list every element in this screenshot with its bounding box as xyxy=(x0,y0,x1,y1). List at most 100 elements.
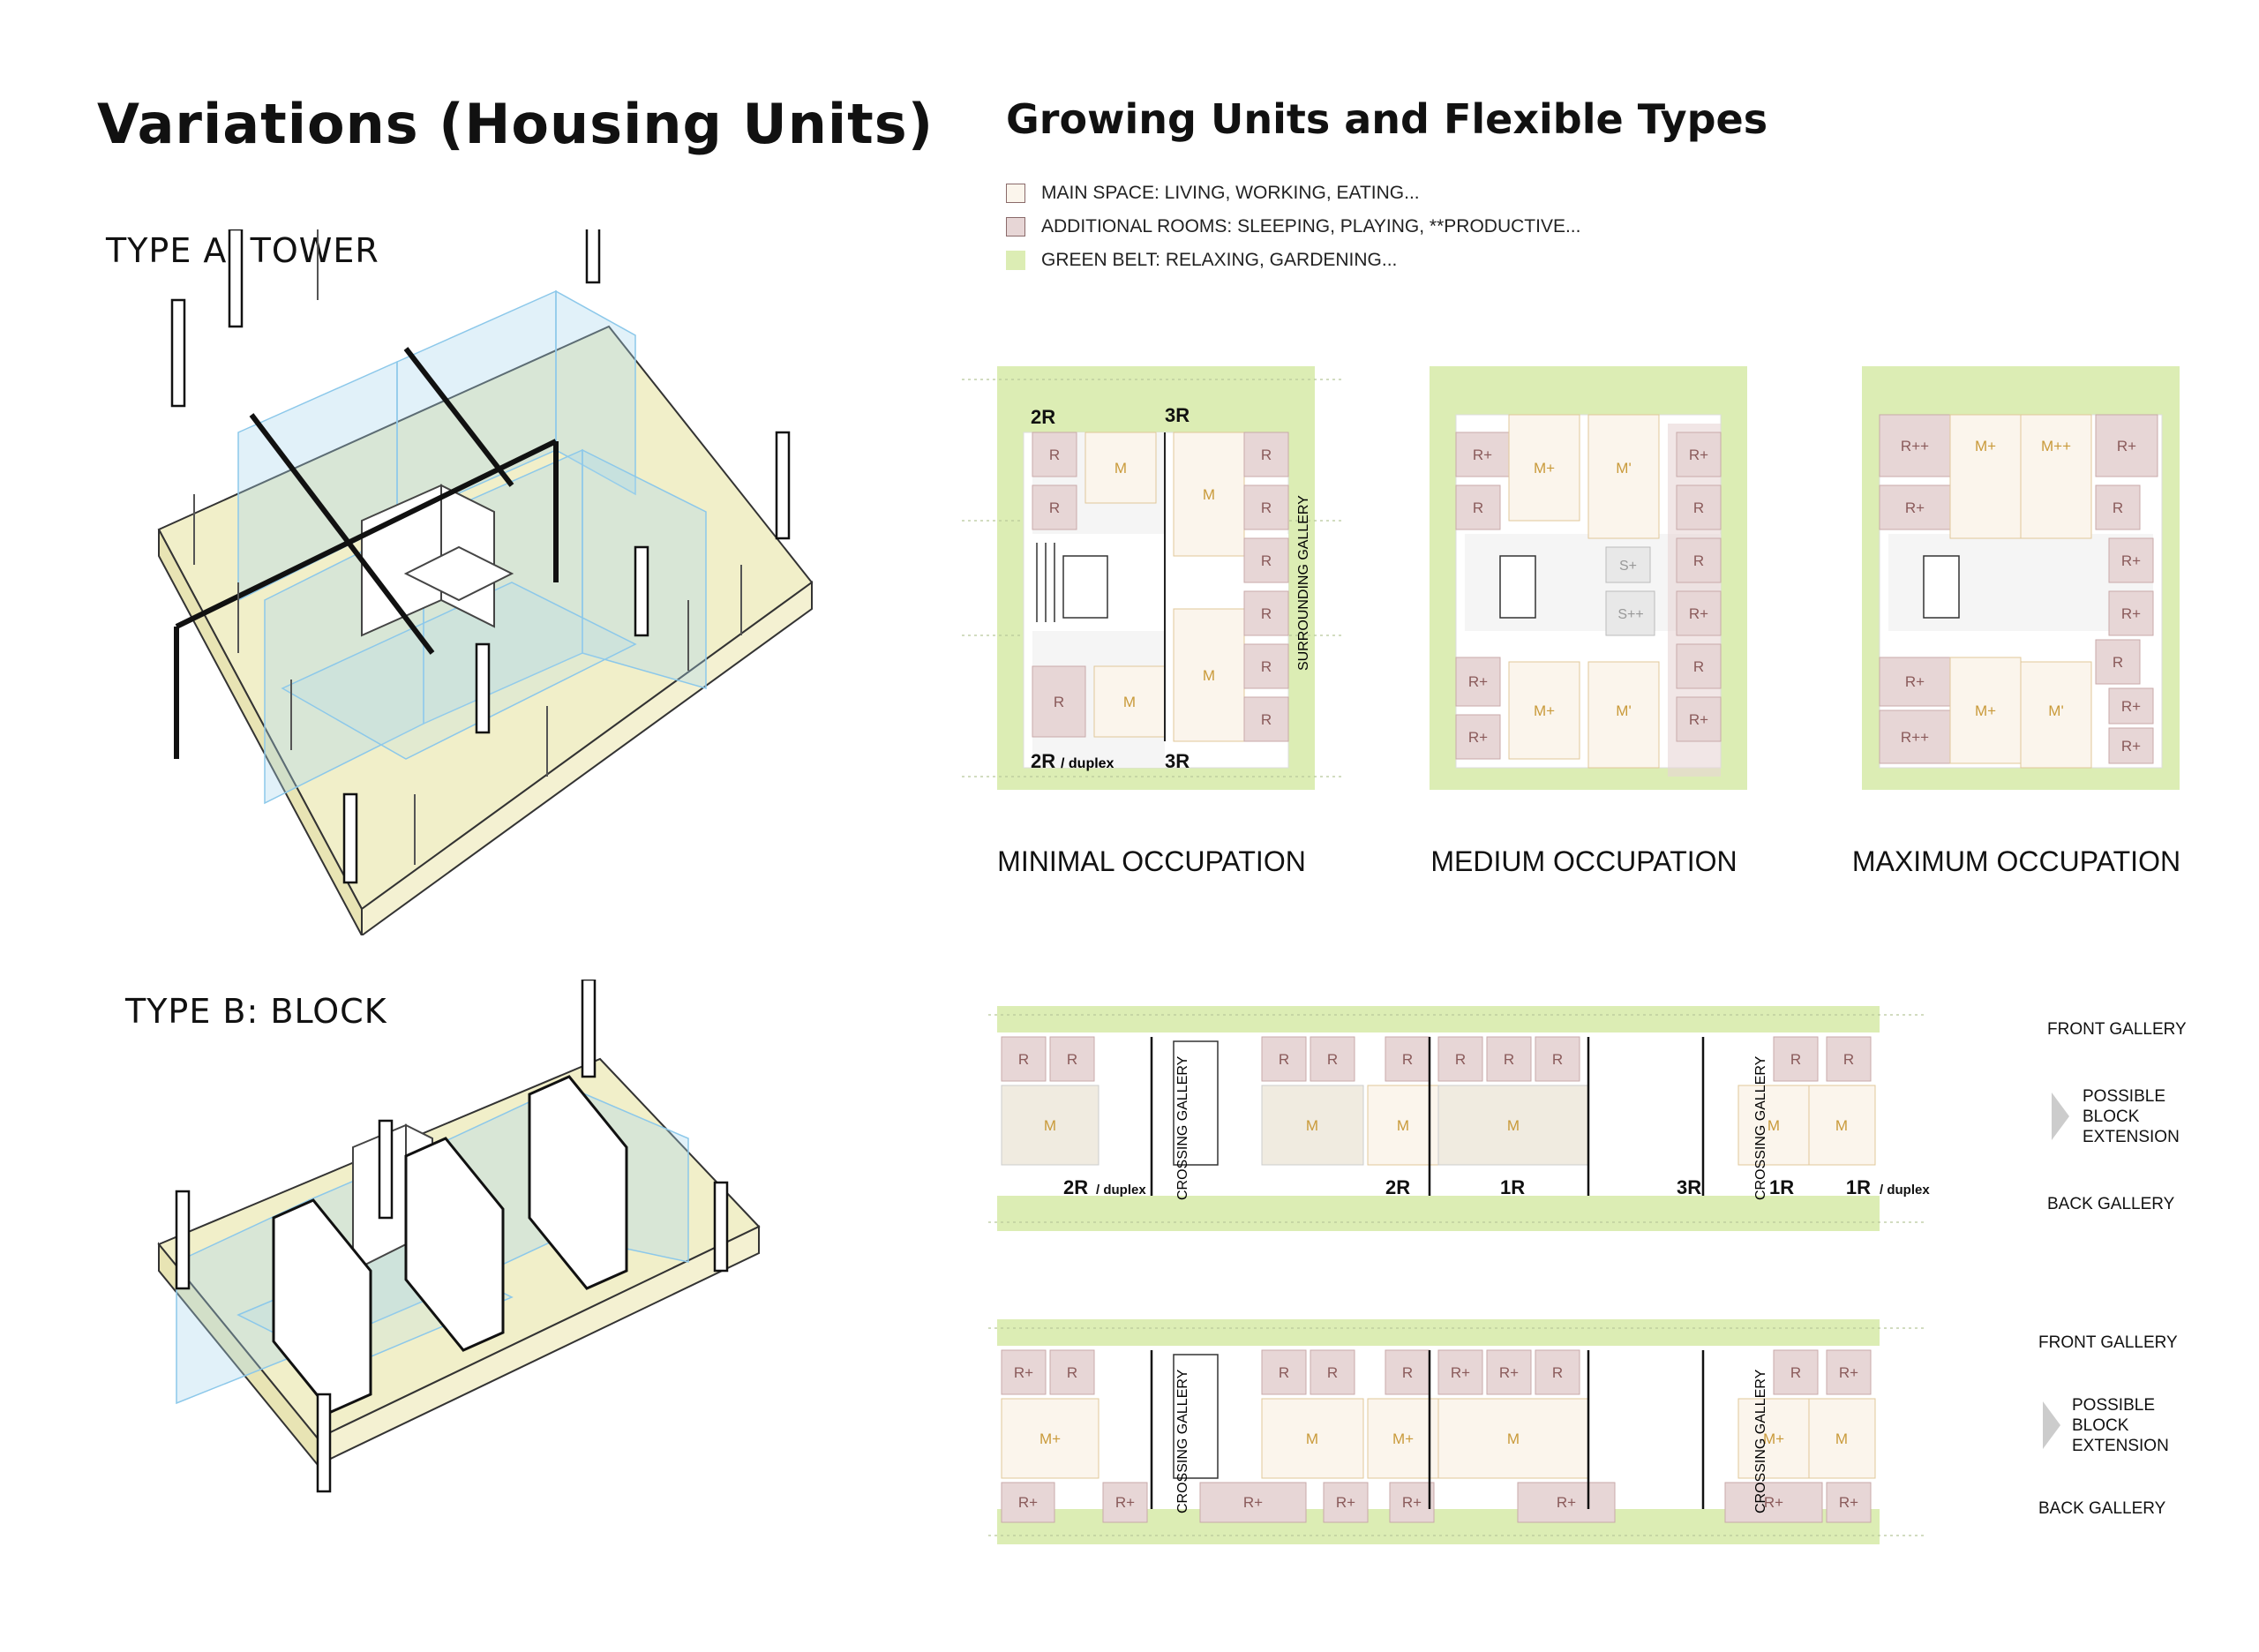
main-space-swatch xyxy=(1006,184,1025,203)
room-label: R xyxy=(1552,1364,1563,1381)
extension-arrow-icon xyxy=(2043,1401,2060,1449)
room-label: R+ xyxy=(1839,1364,1858,1381)
main-label: M xyxy=(1835,1117,1848,1134)
room-label: R+ xyxy=(1468,673,1488,690)
legend: MAIN SPACE: LIVING, WORKING, EATING... A… xyxy=(1006,176,1580,277)
main-label: M xyxy=(1397,1117,1409,1134)
main-label: M xyxy=(1835,1430,1848,1447)
room-label: R++ xyxy=(1901,729,1929,746)
room-label: R+ xyxy=(1905,499,1925,516)
room-label: R xyxy=(1402,1051,1413,1068)
caption-maximum: MAXIMUM OCCUPATION xyxy=(1851,845,2181,877)
unit-label: 1R xyxy=(1846,1176,1871,1198)
unit-label-3r-bottom: 3R xyxy=(1165,750,1190,772)
block-rooms xyxy=(1001,1349,1876,1523)
room-label: R xyxy=(2113,499,2123,516)
plan-maximum: R++ R+ R+ R++ R+ R R+ R+ R R+ R+ M+ M++ … xyxy=(1862,366,2180,790)
tower-core xyxy=(361,484,514,637)
room-label: R+ xyxy=(2121,698,2141,715)
main-label: M+ xyxy=(1975,702,1996,719)
main-label: M' xyxy=(2048,702,2063,719)
room-label: R+ xyxy=(1689,711,1708,728)
caption-medium: MEDIUM OCCUPATION xyxy=(1430,845,1737,877)
room-label: R xyxy=(1261,605,1272,622)
extension-label: EXTENSION xyxy=(2072,1437,2169,1455)
room-label: R+ xyxy=(1402,1494,1422,1511)
unit-label: 1R xyxy=(1500,1176,1525,1198)
tower-walls xyxy=(174,347,559,759)
room-label: R++ xyxy=(1901,438,1929,454)
tower-columns xyxy=(170,229,791,884)
main-label: M' xyxy=(1616,460,1631,477)
main-label: M xyxy=(1306,1430,1318,1447)
room-label: R xyxy=(1790,1051,1801,1068)
main-label: M xyxy=(1203,667,1215,684)
room-label: R+ xyxy=(2121,738,2141,755)
plan-medium: R+ R R+ R+ R+ R R R+ R R+ S+ S++ M+ M' M… xyxy=(1430,366,1747,790)
main-label: M xyxy=(1203,486,1215,503)
legend-main-space: MAIN SPACE: LIVING, WORKING, EATING... xyxy=(1006,176,1580,210)
unit-label-2r-duplex: 2R xyxy=(1031,750,1055,772)
room-label: R xyxy=(1455,1051,1466,1068)
caption-minimal: MINIMAL OCCUPATION xyxy=(997,845,1306,877)
room-label: R xyxy=(1261,552,1272,569)
page-title: Variations (Housing Units) xyxy=(97,92,934,156)
legend-label: GREEN BELT: RELAXING, GARDENING... xyxy=(1041,250,1398,270)
room-label: R+ xyxy=(1018,1494,1038,1511)
main-label: M+ xyxy=(1534,460,1555,477)
legend-label: ADDITIONAL ROOMS: SLEEPING, PLAYING, **P… xyxy=(1041,216,1581,237)
room-label: R xyxy=(1279,1364,1289,1381)
room-label: R xyxy=(1261,711,1272,728)
block-plan-2: R+ R R+ R+ R+ R R R+ R R+ R+ R R+ R+ R+ … xyxy=(988,1319,2178,1544)
room-label: R xyxy=(1693,499,1704,516)
service-label: S++ xyxy=(1617,607,1643,622)
room-label: R+ xyxy=(1499,1364,1519,1381)
legend-green-belt: GREEN BELT: RELAXING, GARDENING... xyxy=(1006,244,1580,277)
room-label: R xyxy=(1843,1051,1854,1068)
block-axonometric xyxy=(157,980,761,1493)
legend-label: MAIN SPACE: LIVING, WORKING, EATING... xyxy=(1041,183,1420,203)
room-label: R xyxy=(1261,658,1272,675)
room-label: R xyxy=(1402,1364,1413,1381)
room-label: R+ xyxy=(1473,447,1492,463)
main-label: M+ xyxy=(1039,1430,1061,1447)
back-gallery-label: BACK GALLERY xyxy=(2038,1499,2166,1518)
room-label: R+ xyxy=(1689,605,1708,622)
room-label: R xyxy=(1473,499,1483,516)
main-label: M xyxy=(1306,1117,1318,1134)
room-label: R+ xyxy=(2121,552,2141,569)
back-gallery-label: BACK GALLERY xyxy=(2047,1195,2175,1213)
legend-additional-rooms: ADDITIONAL ROOMS: SLEEPING, PLAYING, **P… xyxy=(1006,210,1580,244)
room-label: R+ xyxy=(1689,447,1708,463)
front-gallery-label: FRONT GALLERY xyxy=(2038,1333,2178,1352)
room-label: R+ xyxy=(1764,1494,1783,1511)
room-label: R+ xyxy=(1014,1364,1033,1381)
block-rooms xyxy=(1001,1036,1876,1166)
room-label: R+ xyxy=(1905,673,1925,690)
room-label: R xyxy=(1693,552,1704,569)
room-label: R+ xyxy=(1468,729,1488,746)
duplex-label: / duplex xyxy=(1061,756,1114,771)
plan-minimal: R R R R R R R R R M M M M 2R 3R 2R 3R / … xyxy=(962,366,1341,790)
block-walls xyxy=(272,1075,628,1414)
main-label: M xyxy=(1507,1117,1520,1134)
crossing-gallery-label: CROSSING GALLERY xyxy=(1753,1369,1768,1513)
room-label: R xyxy=(1261,499,1272,516)
unit-label: 2R xyxy=(1063,1176,1088,1198)
main-label: M xyxy=(1044,1117,1056,1134)
room-label: R xyxy=(1018,1051,1029,1068)
unit-label: 2R xyxy=(1385,1176,1410,1198)
elevator xyxy=(1923,555,1960,619)
room-label: R xyxy=(1279,1051,1289,1068)
room-label: R xyxy=(2113,654,2123,671)
main-label: M' xyxy=(1616,702,1631,719)
room-label: R xyxy=(1049,499,1060,516)
extension-label: POSSIBLE xyxy=(2083,1087,2165,1106)
room-label: R+ xyxy=(1839,1494,1858,1511)
main-label: M xyxy=(1507,1430,1520,1447)
tower-axonometric xyxy=(157,229,814,935)
main-label: M xyxy=(1114,460,1127,477)
duplex-label: / duplex xyxy=(1096,1183,1146,1198)
room-blocks xyxy=(1032,432,1289,742)
elevator xyxy=(1062,555,1108,619)
